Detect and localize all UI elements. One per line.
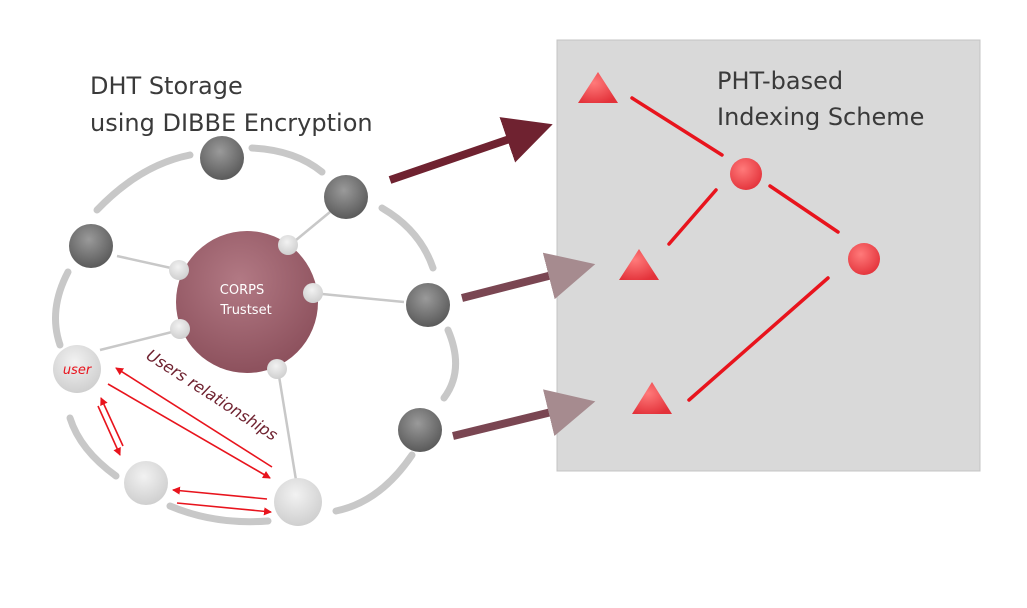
spoke [289,211,331,246]
storage-node [406,283,450,327]
ring-segment [440,326,460,402]
pht-inner-node [730,158,762,190]
ring-segment [332,451,416,515]
pht-edge [667,188,718,246]
relation-arrow [100,397,124,447]
storage-node [69,224,113,268]
ring-segment [166,502,272,526]
trust-port [169,260,189,280]
spoke [276,369,298,481]
ring-segment [66,414,120,480]
trust-port [267,359,287,379]
ring-segment [52,268,72,349]
ring-segment [93,151,194,214]
trust-port [170,319,190,339]
trust-port [303,283,323,303]
spoke [311,291,405,304]
corps-trustset-node [176,231,318,373]
relation-arrow [107,383,271,479]
ring-segment [248,144,326,176]
left-title-line1: DHT Storage [90,72,243,100]
indexing-panel [556,39,981,472]
peer-user-node [124,461,168,505]
storage-node [324,175,368,219]
pht-tree-edges [630,96,840,402]
storage-nodes [69,136,450,452]
pht-leaf-triangle [632,382,672,414]
storage-node [200,136,244,180]
mapping-arrow [452,389,596,440]
relation-arrow [176,502,272,516]
pht-leaf-triangle [619,249,659,280]
user-label: user [63,363,93,378]
right-title-line1: PHT-based [717,67,843,95]
pht-edge [687,276,830,402]
user-node [53,345,101,393]
relation-arrow [115,367,273,468]
trustset-ports [169,235,323,379]
mapping-arrow [388,117,553,184]
right-title-line2: Indexing Scheme [717,103,924,131]
pht-inner-node [848,243,880,275]
trustset-label-line1: CORPS [220,283,264,298]
left-title-line2: using DIBBE Encryption [90,109,373,137]
pht-edge [630,96,724,157]
storage-node [398,408,442,452]
ring-segment [378,204,437,272]
relation-arrow [97,405,121,456]
trustset-label-line2: Trustset [219,303,271,318]
pht-edge [768,184,840,234]
spoke [99,328,181,352]
trust-port [278,235,298,255]
relationship-arrows [97,367,273,516]
mapping-arrow [461,252,596,302]
dht-ring [52,144,460,526]
mapping-arrows [388,117,596,440]
pht-leaf-triangle [578,72,618,103]
relation-arrow [172,486,268,500]
peer-user-node [274,478,322,526]
